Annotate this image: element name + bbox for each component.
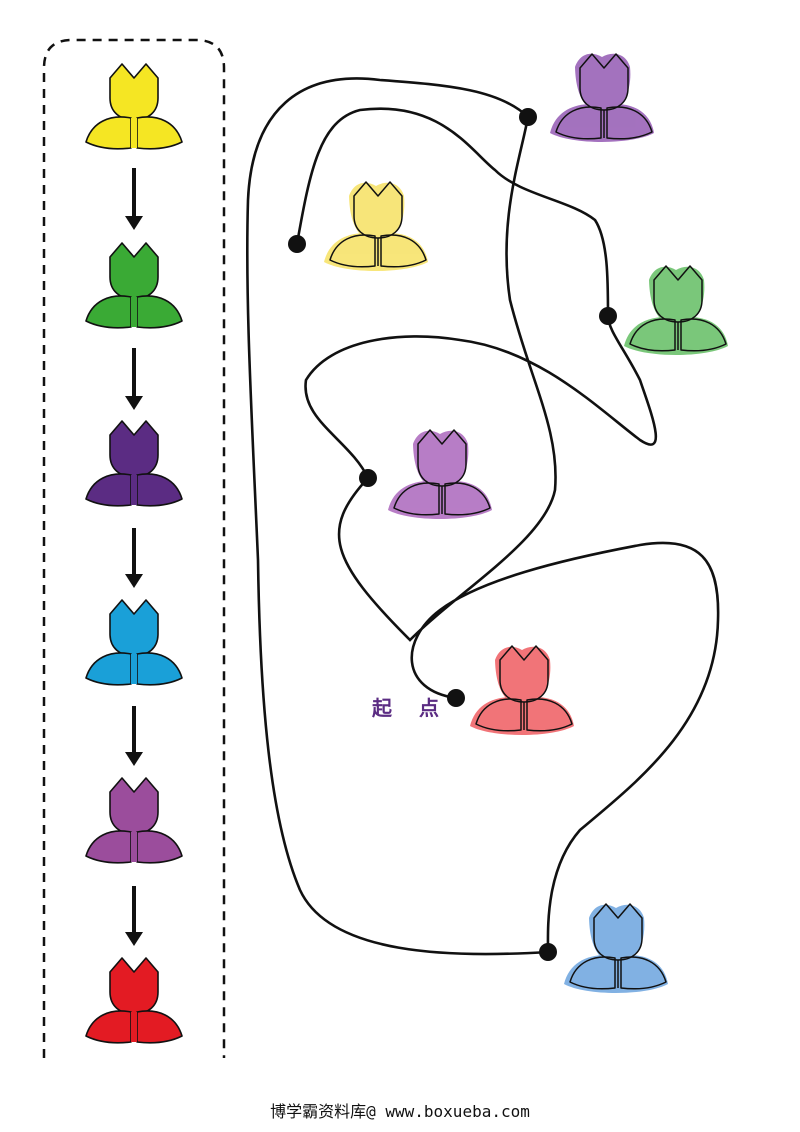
arrow-down-icon [125, 348, 143, 410]
dot-icon [359, 469, 377, 487]
target-blue [564, 903, 668, 993]
arrow-down-icon [125, 886, 143, 946]
color-sequence-key [42, 38, 226, 1058]
arrow-down-icon [125, 168, 143, 230]
maze-path [245, 77, 720, 956]
target-purple-mid [388, 429, 492, 519]
footer-watermark: 博学霸资料库@ www.boxueba.com [270, 1102, 530, 1121]
arrow-down-icon [125, 528, 143, 588]
dot-icon [288, 235, 306, 253]
key-tulip-yellow-icon [85, 63, 183, 150]
dot-icon [519, 108, 537, 126]
key-tulip-dark-purple-icon [85, 420, 183, 507]
target-green [624, 265, 728, 355]
key-tulip-blue-icon [85, 599, 183, 686]
start-dot-icon [447, 689, 465, 707]
target-yellow [324, 181, 428, 271]
key-tulip-green-icon [85, 242, 183, 329]
start-label: 起 点 [372, 696, 449, 720]
key-tulip-purple-icon [85, 777, 183, 864]
dot-icon [599, 307, 617, 325]
target-purple-top [550, 53, 654, 142]
target-flowers [324, 53, 728, 993]
arrow-down-icon [125, 706, 143, 766]
dot-icon [539, 943, 557, 961]
target-red [470, 645, 574, 735]
key-tulip-red-icon [85, 957, 183, 1044]
